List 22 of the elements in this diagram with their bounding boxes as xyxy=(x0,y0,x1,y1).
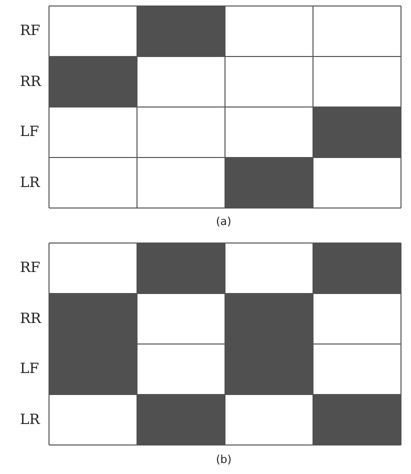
filled-cell xyxy=(49,344,137,394)
filled-cell xyxy=(49,294,137,344)
row-label: LF xyxy=(20,360,40,378)
filled-cell xyxy=(225,294,313,344)
row-label: LR xyxy=(20,410,40,428)
row-label: RR xyxy=(20,72,42,90)
filled-cell xyxy=(49,56,137,107)
row-label: RR xyxy=(20,310,42,328)
caption: (a) xyxy=(216,215,232,229)
row-label: RF xyxy=(20,259,40,277)
caption: (b) xyxy=(216,453,232,467)
filled-cell xyxy=(313,394,401,445)
row-label: LF xyxy=(20,123,40,141)
filled-cell xyxy=(137,6,225,56)
filled-cell xyxy=(225,158,313,208)
row-label: RF xyxy=(20,22,40,40)
row-label: LR xyxy=(20,174,40,192)
filled-cell xyxy=(137,394,225,445)
filled-cell xyxy=(137,243,225,294)
filled-cell xyxy=(225,344,313,394)
filled-cell xyxy=(313,107,401,158)
filled-cell xyxy=(313,243,401,294)
